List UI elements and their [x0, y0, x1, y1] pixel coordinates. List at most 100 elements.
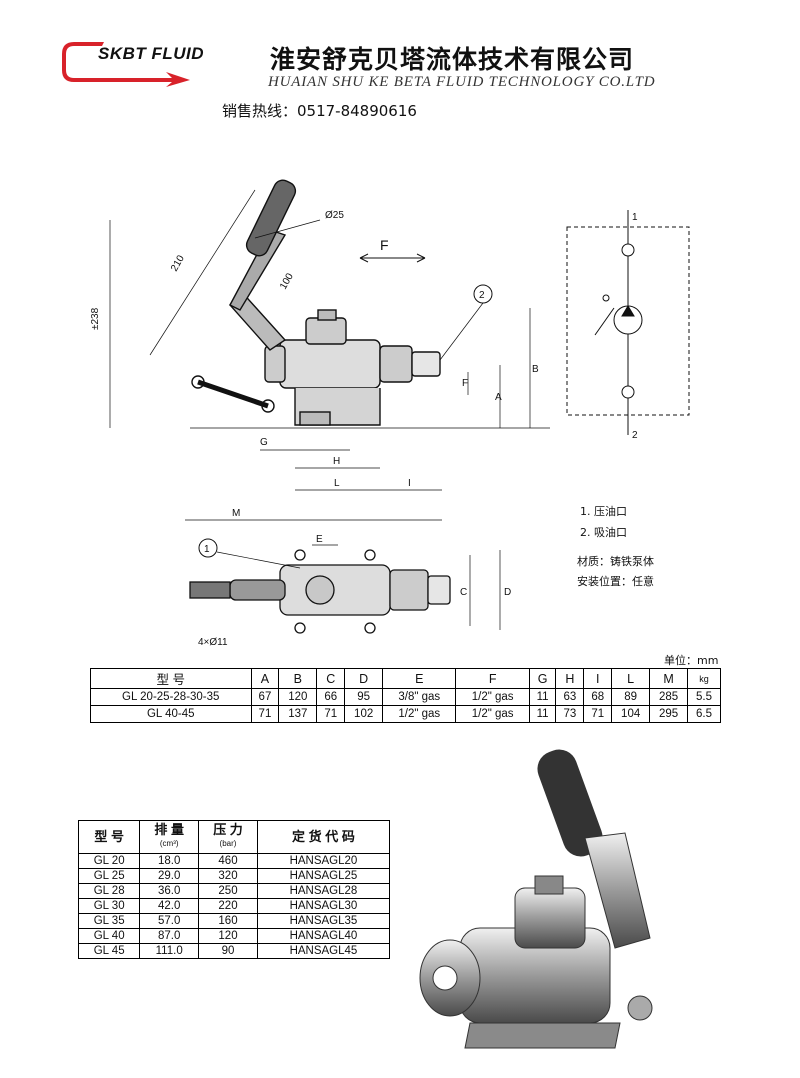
table-cell: 11	[528, 705, 557, 723]
hydraulic-schematic	[566, 210, 690, 435]
header-order-code: 定 货 代 码	[256, 820, 391, 854]
dim-l-label: L	[334, 478, 340, 489]
port-1-label: 1	[632, 212, 638, 223]
table-cell: 73	[555, 705, 585, 723]
header-e: E	[382, 668, 457, 689]
table-cell: GL 25	[77, 868, 141, 884]
table-cell: 57.0	[139, 913, 200, 929]
table-cell: 285	[649, 688, 688, 706]
dim-i-label: I	[408, 478, 411, 489]
header-displacement: 排 量(cm³)	[139, 820, 200, 854]
table-cell: HANSAGL35	[256, 913, 391, 929]
dim-238-label: ±238	[90, 307, 101, 330]
dim-a-label: A	[495, 392, 502, 403]
table-cell: GL 40-45	[90, 705, 252, 723]
table-cell: 5.5	[687, 688, 721, 706]
header-l: L	[611, 668, 651, 689]
table-cell: GL 20	[77, 853, 141, 869]
logo-text: SKBT FLUID	[98, 44, 205, 63]
dim-c-label: C	[460, 587, 467, 598]
dim-100-label: 100	[278, 271, 296, 291]
legend-material: 材质：铸铁泵体	[577, 554, 654, 568]
dim-diameter-label: Ø25	[325, 210, 344, 221]
technical-drawing: F Ø25 210 100 ±238 G H L I M A B F 2 1 E	[90, 179, 690, 648]
table-cell: 18.0	[139, 853, 200, 869]
header-h: H	[555, 668, 585, 689]
table-cell: 1/2" gas	[455, 688, 530, 706]
table-cell: 120	[198, 928, 258, 944]
table-cell: HANSAGL40	[256, 928, 391, 944]
logo-swoosh-icon	[62, 42, 190, 87]
dim-e-label: E	[316, 534, 323, 545]
legend-mounting: 安装位置：任意	[577, 574, 654, 588]
table-cell: HANSAGL25	[256, 868, 391, 884]
table-cell: 42.0	[139, 898, 200, 914]
table-cell: GL 30	[77, 898, 141, 914]
table-cell: 71	[583, 705, 613, 723]
table-cell: 111.0	[139, 943, 200, 959]
table-cell: HANSAGL45	[256, 943, 391, 959]
table-header-row: 型 号 A B C D E F G H I L M kg	[90, 668, 721, 689]
header-pressure: 压 力(bar)	[198, 820, 258, 854]
dim-g-label: G	[260, 437, 268, 448]
callout-1-label: 1	[204, 544, 210, 555]
header-a: A	[250, 668, 280, 689]
legend-item-1: 1. 压油口	[580, 504, 627, 518]
port-2-label: 2	[632, 430, 638, 441]
table-cell: 11	[528, 688, 557, 706]
table-cell: 68	[583, 688, 613, 706]
dim-f-label: F	[462, 378, 468, 389]
pump-top-view	[189, 549, 451, 634]
table-cell: 90	[198, 943, 258, 959]
dim-b-label: B	[532, 364, 539, 375]
table-cell: 250	[198, 883, 258, 899]
table-cell: GL 28	[77, 883, 141, 899]
header-model: 型 号	[90, 668, 252, 689]
weight-icon: kg	[687, 668, 721, 689]
unit-label: 单位：mm	[664, 654, 719, 667]
legend-item-2: 2. 吸油口	[580, 525, 627, 539]
pump-side-view	[191, 179, 441, 426]
sales-hotline: 销售热线：0517-84890616	[222, 102, 417, 120]
table-cell: 460	[198, 853, 258, 869]
table-row: GL 40-45 71 137 71 102 1/2" gas 1/2" gas…	[90, 705, 721, 723]
dim-h-label: H	[333, 456, 340, 467]
header-g: G	[528, 668, 557, 689]
table-cell: 102	[344, 705, 384, 723]
header-b: B	[278, 668, 318, 689]
table-header-row: 型 号 排 量(cm³) 压 力(bar) 定 货 代 码	[77, 820, 391, 854]
table-cell: 89	[611, 688, 651, 706]
header-f: F	[455, 668, 530, 689]
table-cell: 137	[278, 705, 318, 723]
dimension-lines	[109, 189, 550, 521]
dimensions-table: 型 号 A B C D E F G H I L M kg GL 20-25-28…	[90, 668, 721, 723]
header-i: I	[583, 668, 613, 689]
dim-210-label: 210	[169, 253, 187, 273]
table-cell: 95	[344, 688, 384, 706]
table-cell: 320	[198, 868, 258, 884]
table-cell: 1/2" gas	[382, 705, 457, 723]
table-cell: 3/8" gas	[382, 688, 457, 706]
company-name-cn: 淮安舒克贝塔流体技术有限公司	[270, 45, 635, 74]
table-cell: GL 35	[77, 913, 141, 929]
header-m: M	[649, 668, 688, 689]
force-arrow	[359, 253, 426, 263]
table-cell: 87.0	[139, 928, 200, 944]
table-cell: 29.0	[139, 868, 200, 884]
callout-1-circle	[198, 538, 218, 558]
header-model: 型 号	[77, 820, 141, 854]
dim-d-label: D	[504, 587, 511, 598]
callout-2-label: 2	[479, 290, 485, 301]
company-logo	[62, 42, 190, 87]
header-c: C	[316, 668, 346, 689]
table-cell: 71	[316, 705, 346, 723]
table-row: GL 20-25-28-30-35 67 120 66 95 3/8" gas …	[90, 688, 721, 706]
table-cell: HANSAGL20	[256, 853, 391, 869]
